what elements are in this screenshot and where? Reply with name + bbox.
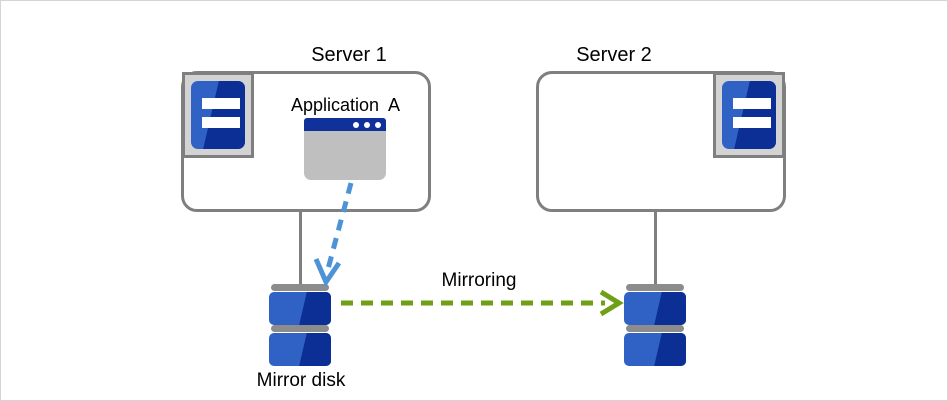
window-dot-3-icon	[375, 122, 381, 128]
disk-body-lower	[624, 333, 686, 366]
mirroring-label: Mirroring	[441, 270, 517, 291]
disk-stack-icon	[269, 284, 331, 369]
application-window-titlebar	[304, 118, 386, 131]
window-dot-1-icon	[353, 122, 359, 128]
server-unit-icon-body	[191, 81, 245, 149]
disk-plate-top	[271, 284, 329, 291]
server1-disk-connector	[299, 211, 302, 285]
server-unit-icon-shade	[201, 81, 245, 149]
disk-body-upper-shade	[298, 292, 331, 325]
window-dot-2-icon	[364, 122, 370, 128]
disk-body-lower-shade	[298, 333, 331, 366]
disk-body-upper	[624, 292, 686, 325]
disk-body-lower	[269, 333, 331, 366]
application-window-icon	[304, 118, 386, 180]
application-label: Application A	[290, 95, 401, 115]
disk-stack-icon	[624, 284, 686, 369]
server-unit-icon-body	[722, 81, 776, 149]
server-unit-icon-bar-bottom	[733, 117, 771, 128]
server-unit-icon	[182, 72, 254, 158]
server-unit-icon-bar-bottom	[202, 117, 240, 128]
disk-plate-middle	[271, 325, 329, 332]
mirror-disk-label: Mirror disk	[256, 370, 346, 391]
server-unit-icon	[713, 72, 785, 158]
disk-body-lower-shade	[653, 333, 686, 366]
disk-plate-top	[626, 284, 684, 291]
disk-plate-middle	[626, 325, 684, 332]
server-unit-icon-bar-top	[733, 98, 771, 109]
server2-disk-connector	[654, 211, 657, 285]
disk-body-upper	[269, 292, 331, 325]
mirroring-arrow-icon	[341, 289, 624, 317]
disk-body-upper-shade	[653, 292, 686, 325]
server-unit-icon-bar-top	[202, 98, 240, 109]
server-unit-icon-shade	[732, 81, 776, 149]
server1-title: Server 1	[311, 44, 387, 66]
server2-title: Server 2	[576, 44, 652, 66]
